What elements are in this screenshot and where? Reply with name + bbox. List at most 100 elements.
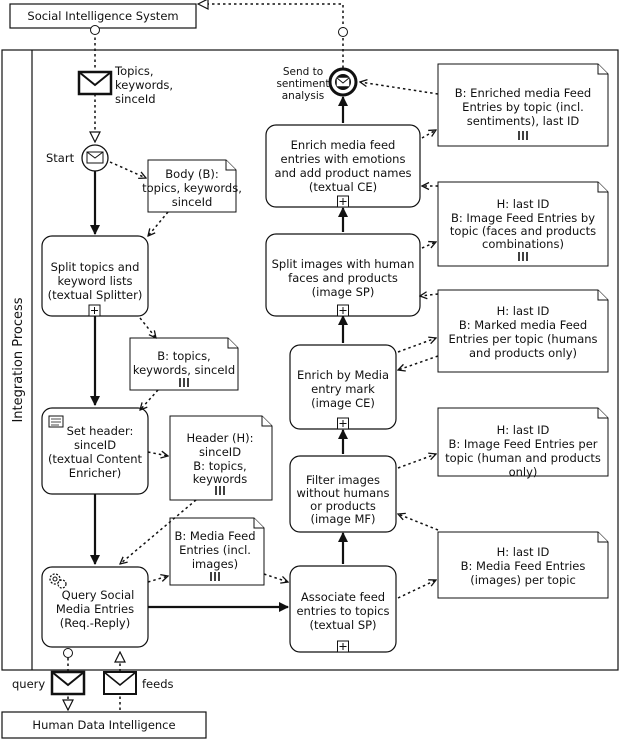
svg-text:Header (H):: Header (H): [186, 431, 253, 445]
svg-text:(images) per topic: (images) per topic [470, 573, 576, 587]
send-label-line1: Send to [283, 66, 323, 78]
svg-text:H: last ID: H: last ID [497, 545, 550, 559]
svg-text:faces and products: faces and products [288, 271, 398, 285]
data-header-keywords: Header (H): sinceID B: topics, keywords [169, 415, 273, 501]
svg-text:or products: or products [310, 499, 376, 513]
svg-text:without humans: without humans [297, 486, 390, 500]
svg-text:Enrich by Media: Enrich by Media [297, 368, 389, 382]
message-topics-line3: sinceId [115, 92, 156, 106]
incoming-message: Topics, keywords, sinceId [77, 25, 173, 143]
svg-text:(textual SP): (textual SP) [309, 618, 376, 632]
svg-text:(textual Content: (textual Content [48, 452, 143, 466]
svg-text:only): only) [509, 465, 538, 479]
query-label: query [12, 677, 45, 691]
svg-text:B: Media Feed Entries: B: Media Feed Entries [461, 559, 586, 573]
social-intelligence-system-pool: Social Intelligence System [9, 3, 197, 29]
svg-text:B: Marked media Feed: B: Marked media Feed [459, 318, 587, 332]
svg-text:Associate feed: Associate feed [301, 590, 385, 604]
svg-text:(textual CE): (textual CE) [309, 180, 377, 194]
svg-text:entries to topics: entries to topics [296, 604, 389, 618]
svg-text:(Req.-Reply): (Req.-Reply) [60, 616, 130, 630]
data-marked-feed: H: last ID B: Marked media Feed Entries … [437, 289, 609, 373]
data-topics-keywords: B: topics, keywords, sinceId [129, 337, 239, 391]
data-media-feed: B: Media Feed Entries (incl. images) [169, 517, 265, 586]
svg-text:keyword lists: keyword lists [58, 274, 133, 288]
social-intelligence-system-label: Social Intelligence System [27, 9, 178, 23]
svg-text:H: last ID: H: last ID [497, 423, 550, 437]
svg-text:entries with emotions: entries with emotions [281, 152, 406, 166]
message-topics-line2: keywords, [115, 78, 173, 92]
data-media-feed-images: H: last ID B: Media Feed Entries (images… [437, 531, 609, 599]
feeds-label: feeds [142, 677, 174, 691]
svg-text:Query Social: Query Social [62, 588, 135, 602]
svg-text:Set header:: Set header: [67, 424, 134, 438]
data-associations [109, 82, 439, 599]
query-message: query [12, 648, 86, 711]
start-event[interactable]: Start [46, 144, 109, 172]
svg-text:B: Image Feed Entries by: B: Image Feed Entries by [451, 211, 595, 225]
start-label: Start [46, 151, 75, 165]
task-associate-feed[interactable]: Associate feed entries to topics (textua… [289, 565, 397, 653]
svg-text:sinceID: sinceID [74, 438, 116, 452]
svg-text:images): images) [192, 557, 238, 571]
svg-text:entry mark: entry mark [311, 382, 375, 396]
svg-text:B: Image Feed Entries per: B: Image Feed Entries per [449, 437, 598, 451]
svg-text:B: Enriched media Feed: B: Enriched media Feed [455, 86, 591, 100]
collection-marker [179, 378, 189, 387]
svg-text:H: last ID: H: last ID [497, 304, 550, 318]
svg-text:topic (faces and products: topic (faces and products [450, 224, 596, 238]
task-split-images[interactable]: Split images with human faces and produc… [265, 233, 421, 317]
feeds-message: feeds [103, 652, 174, 710]
svg-text:Entries by topic (incl.: Entries by topic (incl. [462, 100, 584, 114]
svg-text:sinceID: sinceID [199, 445, 241, 459]
task-enrich-emotions[interactable]: Enrich media feed entries with emotions … [265, 124, 421, 208]
data-image-feed-topic: H: last ID B: Image Feed Entries per top… [437, 407, 609, 479]
svg-text:topics, keywords,: topics, keywords, [142, 181, 242, 195]
svg-text:B: topics,: B: topics, [193, 459, 246, 473]
task-split-topics[interactable]: Split topics and keyword lists (textual … [41, 235, 149, 317]
collection-marker [518, 252, 528, 261]
gear-icon [49, 573, 67, 589]
svg-text:sinceId: sinceId [172, 195, 213, 209]
svg-text:Entries per topic (humans: Entries per topic (humans [448, 332, 597, 346]
human-data-intelligence-pool: Human Data Intelligence [1, 711, 207, 739]
svg-text:sentiments), last ID: sentiments), last ID [467, 114, 580, 128]
svg-text:topic (human and products: topic (human and products [445, 451, 601, 465]
svg-text:and products only): and products only) [469, 346, 577, 360]
svg-text:H: last ID: H: last ID [497, 197, 550, 211]
send-label-line3: analysis [282, 90, 325, 102]
task-query-social[interactable]: Query Social Media Entries (Req.-Reply) [41, 566, 149, 648]
collection-marker [518, 131, 528, 140]
svg-text:Split topics and: Split topics and [51, 260, 140, 274]
svg-text:B: Media Feed: B: Media Feed [174, 529, 255, 543]
svg-text:Filter images: Filter images [306, 473, 380, 487]
svg-text:combinations): combinations) [482, 237, 564, 251]
send-label-line2: sentiment [276, 78, 329, 90]
svg-text:Entries (incl.: Entries (incl. [179, 543, 251, 557]
svg-text:and add product names: and add product names [274, 166, 411, 180]
svg-text:(image CE): (image CE) [311, 396, 375, 410]
data-body: Body (B): topics, keywords, sinceId [142, 159, 242, 213]
data-image-feed-combos: H: last ID B: Image Feed Entries by topi… [437, 181, 609, 267]
svg-text:Enrich media feed: Enrich media feed [291, 138, 396, 152]
script-icon [48, 415, 64, 428]
human-data-intelligence-label: Human Data Intelligence [32, 718, 175, 732]
svg-text:Body (B):: Body (B): [165, 167, 218, 181]
task-set-header[interactable]: Set header: sinceID (textual Content Enr… [41, 407, 149, 495]
collection-marker [210, 572, 220, 581]
svg-text:(image MF): (image MF) [311, 512, 376, 526]
send-event[interactable]: Send to sentiment analysis [198, 4, 358, 102]
svg-text:Media Entries: Media Entries [56, 602, 134, 616]
task-filter-images[interactable]: Filter images without humans or products… [289, 455, 397, 533]
svg-text:(textual Splitter): (textual Splitter) [48, 288, 143, 302]
sequence-flows [90, 96, 348, 612]
svg-text:Split images with human: Split images with human [272, 257, 415, 271]
svg-text:keywords: keywords [193, 472, 247, 486]
svg-text:B: topics,: B: topics, [157, 349, 210, 363]
data-enriched-feed: B: Enriched media Feed Entries by topic … [437, 63, 609, 147]
task-enrich-media[interactable]: Enrich by Media entry mark (image CE) [289, 344, 397, 430]
integration-process-label: Integration Process [11, 297, 26, 422]
svg-text:keywords, sinceId: keywords, sinceId [133, 363, 235, 377]
